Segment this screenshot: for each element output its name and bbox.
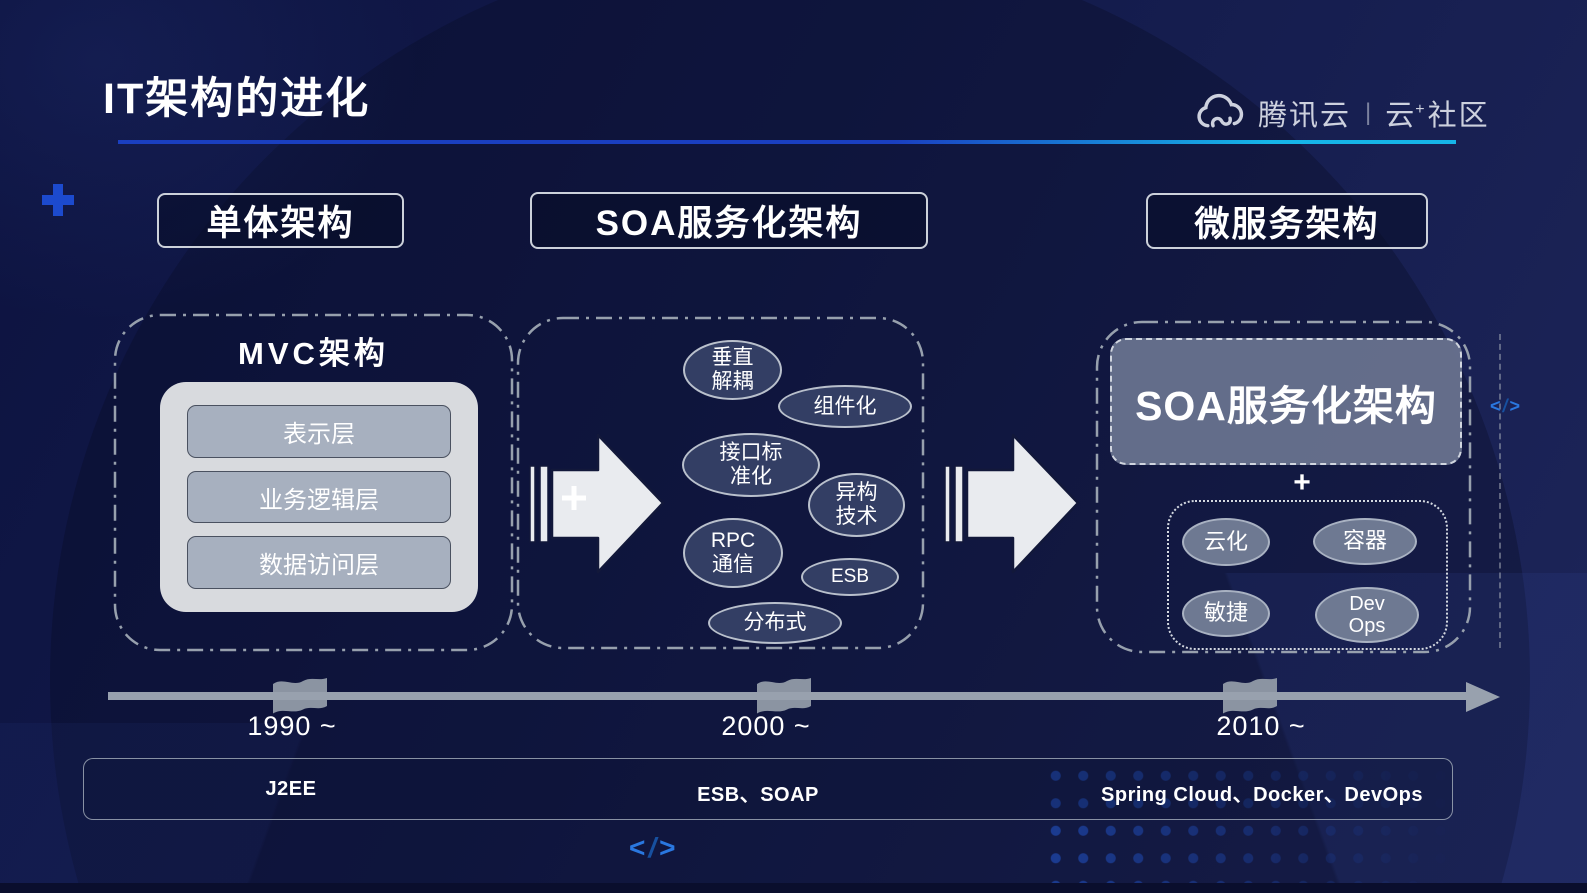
mvc-layer-data: 数据访问层 (187, 536, 451, 590)
title-underline (118, 140, 1456, 144)
timeline-year-1990: 1990 ~ (247, 711, 337, 741)
brand-name: 腾讯云 (1258, 100, 1352, 132)
technology-bar (83, 758, 1453, 820)
code-slash: / (648, 832, 659, 863)
code-close-bracket: > (1509, 396, 1522, 416)
micro-bubble-agile: 敏捷 (1182, 590, 1270, 637)
soa-bubble-interface-standard: 接口标 准化 (682, 433, 820, 497)
plus-decoration-icon (42, 184, 74, 216)
soa-bubble-distributed: 分布式 (708, 602, 842, 644)
brand-community: 云+社区 (1385, 92, 1489, 134)
stage-header-soa: SOA服务化架构 (530, 192, 928, 249)
timeline-bar (108, 692, 1468, 700)
mvc-title: MVC架构 (238, 336, 389, 371)
dot-grid-pattern (1042, 762, 1480, 893)
soa-bubble-rpc: RPC 通信 (683, 518, 783, 588)
tencent-cloud-icon (1197, 93, 1244, 128)
background-diagonal-left (0, 723, 700, 893)
micro-bubble-devops: Dev Ops (1315, 587, 1419, 643)
stage-header-microservice: 微服务架构 (1146, 193, 1428, 249)
micro-bubble-container: 容器 (1313, 518, 1417, 565)
brand-logo: 腾讯云 | 云+社区 (1192, 90, 1490, 136)
micro-bubble-cloudification: 云化 (1182, 518, 1270, 566)
mvc-panel: 表示层 业务逻辑层 数据访问层 (160, 382, 478, 612)
stage-header-monolith: 单体架构 (157, 193, 404, 248)
soa-bubble-vertical-decoupling: 垂直 解耦 (683, 340, 782, 400)
microservice-dotted-box (1167, 500, 1448, 650)
code-open-bracket: < (1490, 396, 1502, 416)
mvc-layer-presentation: 表示层 (187, 405, 451, 458)
code-open-bracket: < (629, 832, 648, 863)
tech-label-j2ee: J2EE (265, 778, 317, 800)
code-icon-right: < / > (1490, 396, 1521, 417)
timeline-year-2000: 2000 ~ (721, 711, 811, 741)
brand-community-rest: 社区 (1427, 100, 1490, 132)
brand-community-cloud: 云 (1385, 100, 1417, 132)
code-slash: / (1502, 396, 1509, 416)
soa-bubble-heterogeneous-tech: 异构 技术 (808, 473, 905, 537)
timeline-year-2010: 2010 ~ (1216, 711, 1306, 741)
code-close-bracket: > (659, 832, 678, 863)
tech-label-esb-soap: ESB、SOAP (697, 784, 819, 806)
right-edge-dashed-line (1499, 334, 1501, 648)
brand-separator: | (1365, 99, 1372, 126)
soa-bubble-esb: ESB (801, 558, 899, 596)
microservice-plus: + (1293, 466, 1311, 499)
microservice-soa-box: SOA服务化架构 (1110, 338, 1462, 465)
soa-bubble-componentization: 组件化 (778, 385, 912, 428)
footer-strip (0, 883, 1587, 893)
page-title: IT架构的进化 (103, 75, 371, 123)
tech-label-springcloud-docker-devops: Spring Cloud、Docker、DevOps (1101, 784, 1423, 806)
brand-community-plus: + (1415, 101, 1427, 119)
code-icon-bottom: < / > (629, 832, 678, 864)
mvc-layer-business: 业务逻辑层 (187, 470, 451, 524)
